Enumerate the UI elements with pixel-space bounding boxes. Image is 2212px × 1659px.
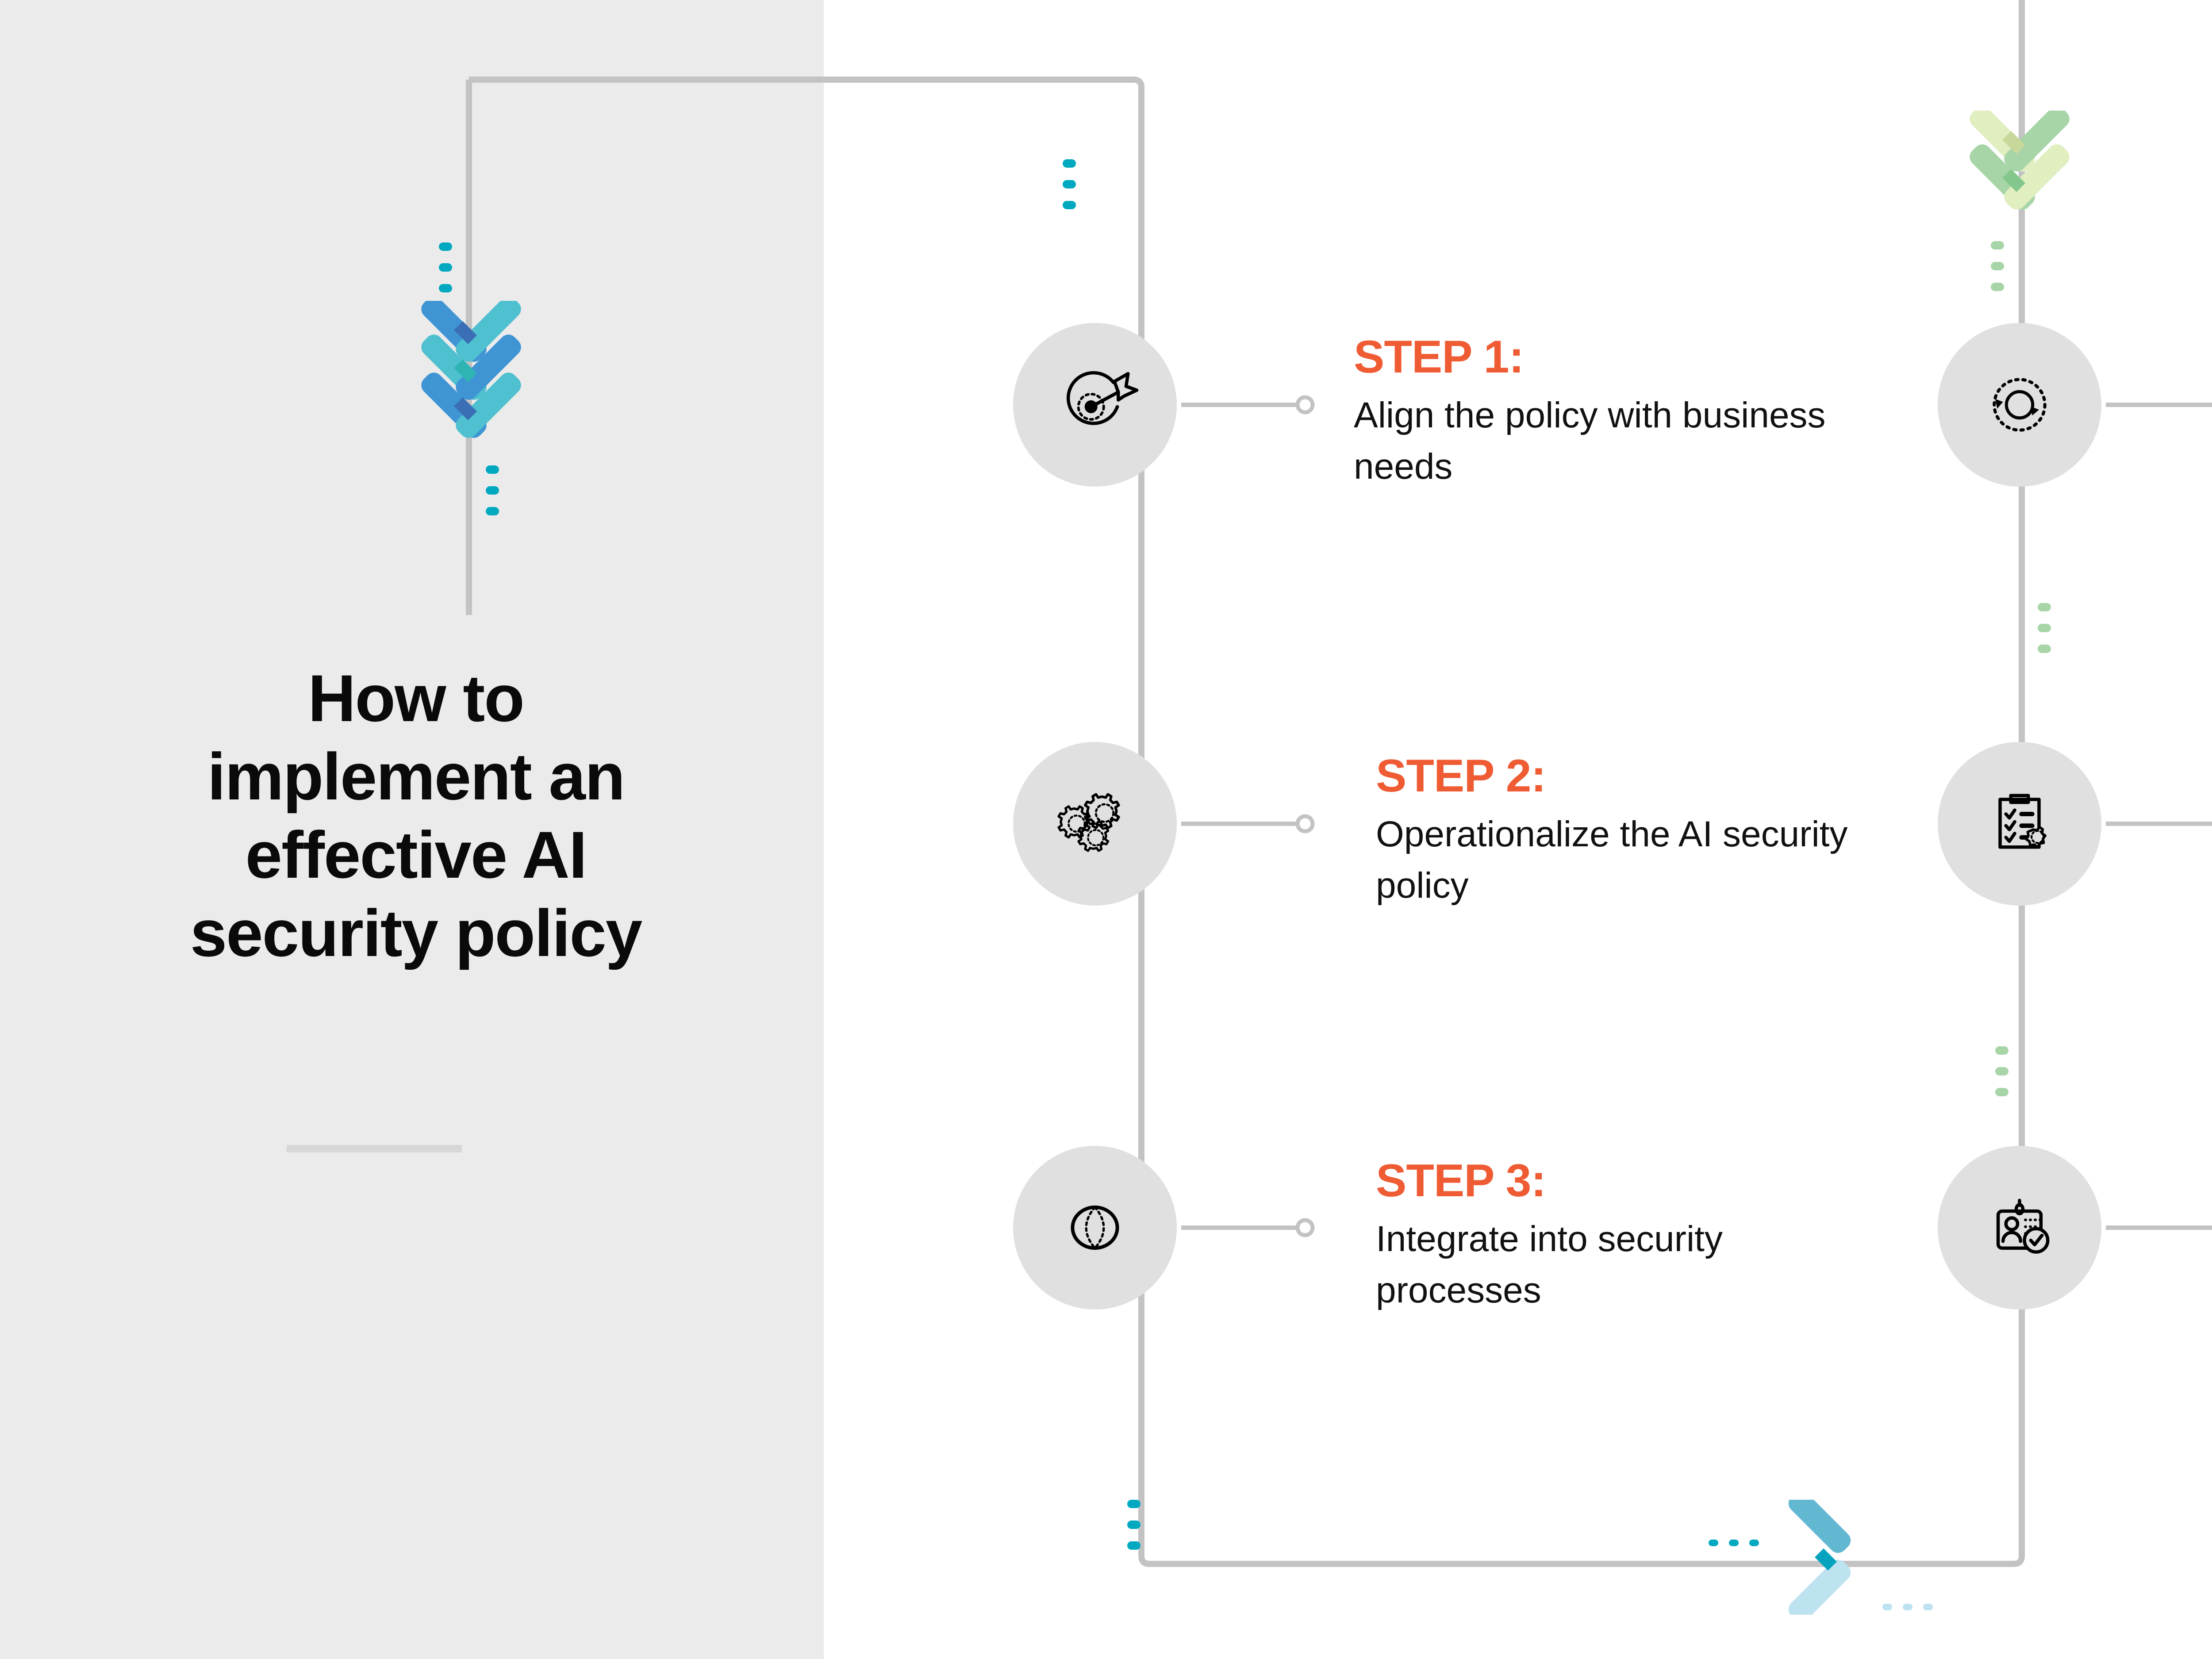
clipboard-checklist-seal-icon <box>1971 775 2068 872</box>
title-divider <box>287 1145 462 1152</box>
dots-teal-top-center <box>1063 159 1076 209</box>
blue-chevron-stack <box>416 296 526 447</box>
step-2-content: STEP 2: Operationalize the AI security p… <box>1376 753 1871 912</box>
gears-icon <box>1046 775 1144 872</box>
left-title-panel <box>0 0 824 1659</box>
dots-green-below-green-chevron <box>1991 241 2004 291</box>
cycle-loop-icon <box>1971 356 2068 453</box>
page-title: How to implement an effective AI securit… <box>106 659 726 972</box>
page-title-line-1: How to <box>308 661 525 735</box>
step-6-icon-circle[interactable] <box>1938 323 2101 487</box>
dots-lightblue-bottom-horizontal <box>1882 1604 1933 1610</box>
page-title-line-3: effective AI <box>245 818 588 892</box>
step-2-icon-circle[interactable] <box>1013 742 1177 906</box>
dots-green-lower-right <box>1995 1046 2008 1096</box>
green-chevron-stack <box>1964 106 2075 221</box>
step-2-description: Operationalize the AI security policy <box>1376 814 1848 906</box>
dots-teal-bottom-left <box>1127 1500 1141 1550</box>
step-3-description: Integrate into security processes <box>1376 1219 1723 1311</box>
dots-teal-below-blue-chevron <box>486 465 499 515</box>
step-1-description: Align the policy with business needs <box>1354 395 1826 487</box>
step-5-icon-circle[interactable] <box>1938 742 2101 906</box>
step-3-label: STEP 3: <box>1376 1155 1546 1206</box>
overlapping-shapes-icon <box>1046 1179 1144 1276</box>
dots-teal-bottom-horizontal <box>1709 1540 1759 1546</box>
step-3-icon-circle[interactable] <box>1013 1146 1177 1310</box>
step-1-content: STEP 1: Align the policy with business n… <box>1354 334 1849 493</box>
page-title-line-4: security policy <box>190 896 642 970</box>
dots-teal-above-blue-chevron <box>439 242 452 292</box>
dots-green-mid-right <box>2038 603 2051 653</box>
target-arrow-icon <box>1046 356 1144 453</box>
page-title-line-2: implement an <box>207 739 626 814</box>
id-badge-check-icon <box>1971 1179 2068 1276</box>
step-1-label: STEP 1: <box>1354 331 1524 383</box>
step-4-icon-circle[interactable] <box>1938 1146 2101 1310</box>
step-3-content: STEP 3: Integrate into security processe… <box>1376 1158 1871 1317</box>
blue-chevron-right <box>1770 1490 1876 1622</box>
step-1-icon-circle[interactable] <box>1013 323 1177 487</box>
step-2-label: STEP 2: <box>1376 750 1546 802</box>
